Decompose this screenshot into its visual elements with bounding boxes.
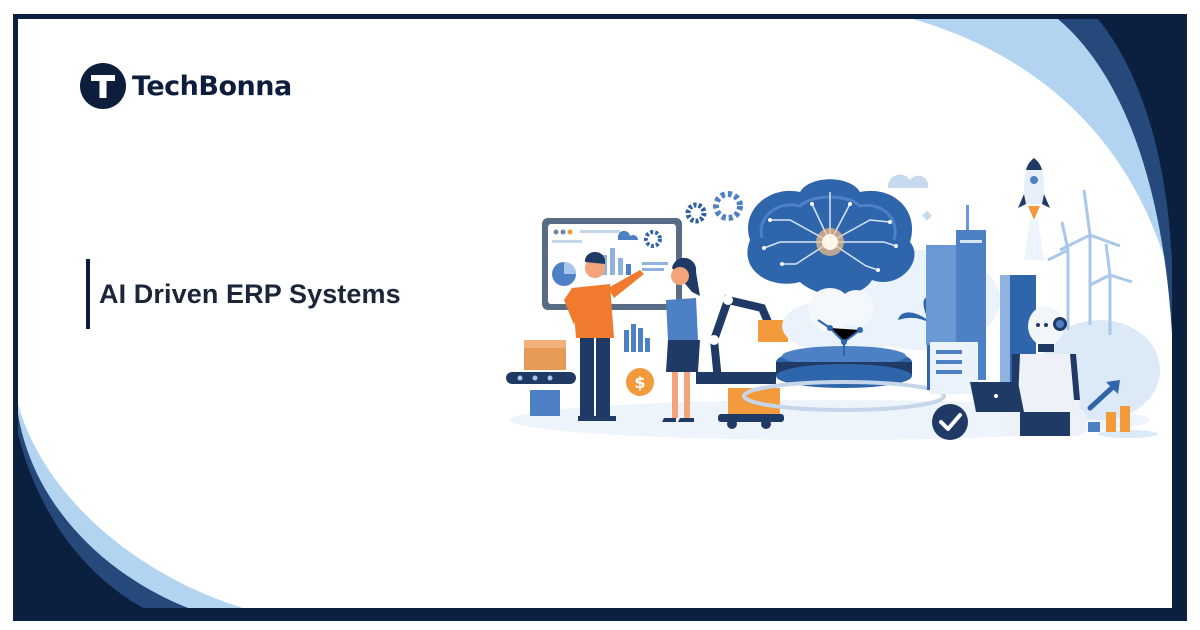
page-title: AI Driven ERP Systems <box>99 278 401 309</box>
growth-bar-chart <box>1087 380 1158 438</box>
cloud-icon <box>887 174 929 188</box>
svg-text:$: $ <box>634 373 645 392</box>
gear-icons <box>685 191 743 224</box>
rocket-icon <box>1018 158 1050 260</box>
arm-box <box>758 320 788 342</box>
man-pointing <box>564 251 644 421</box>
ai-brain <box>747 179 915 296</box>
dollar-coin-icon: $ <box>626 368 654 396</box>
wind-turbines <box>1047 189 1133 335</box>
brand-logo[interactable]: TechBonna <box>80 62 292 110</box>
techbonna-logo-icon <box>80 63 126 109</box>
woman-thinking <box>662 257 700 422</box>
hero-title-block: AI Driven ERP Systems <box>86 259 401 329</box>
checkmark-badge-icon <box>932 404 968 440</box>
conveyor-box <box>506 340 576 416</box>
title-accent-bar <box>86 259 90 329</box>
dashboard-monitor <box>542 218 682 310</box>
brand-name: TechBonna <box>132 70 292 102</box>
ai-erp-illustration: $ <box>506 158 1160 440</box>
cloud-network-hub <box>742 288 946 412</box>
robot-with-laptop <box>970 306 1086 436</box>
delivery-cart <box>718 388 784 429</box>
